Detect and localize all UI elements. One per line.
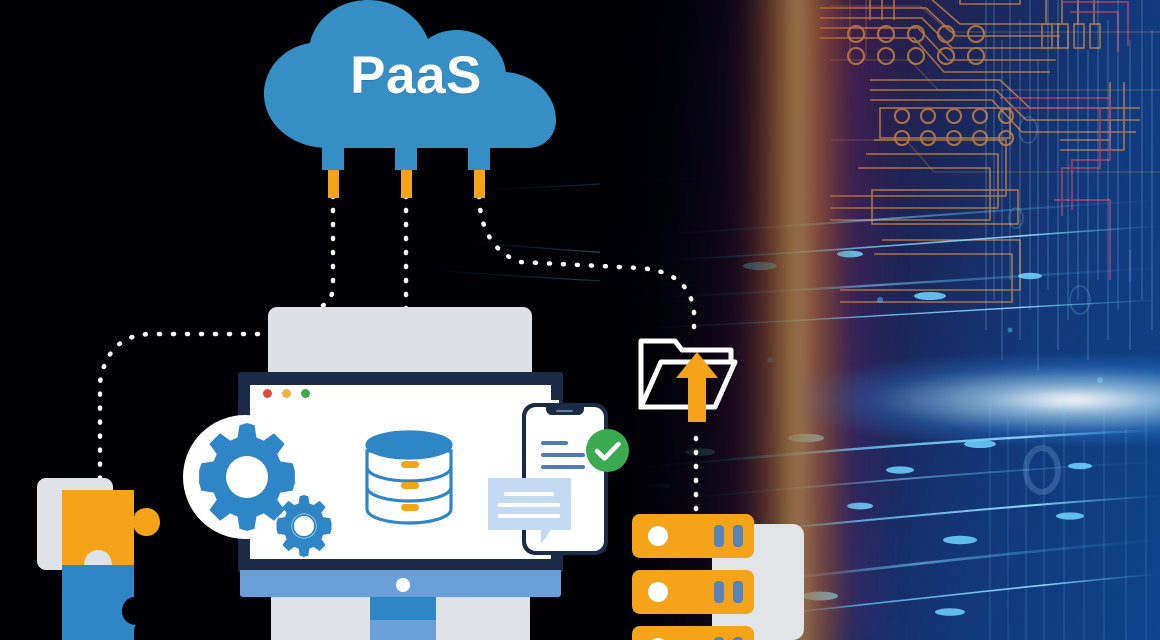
- monitor-stand-neck-lower: [370, 620, 436, 640]
- vertical-data-lines: [985, 0, 1153, 640]
- circuit-traces-upper: [820, 0, 1140, 303]
- server-slot-1a: [714, 525, 724, 547]
- puzzle-piece-orange[interactable]: [62, 490, 160, 580]
- database-cylinder-icon: [365, 430, 453, 525]
- cloud-icon: [264, 0, 556, 148]
- server-led-1: [648, 526, 668, 546]
- window-dot-close[interactable]: [263, 389, 272, 398]
- window-dot-minimize[interactable]: [282, 389, 291, 398]
- chat-line-1: [504, 492, 554, 496]
- paas-cloud[interactable]: PaaS: [232, 0, 582, 160]
- chat-bubble: [488, 478, 571, 530]
- plug-head-1: [322, 146, 344, 170]
- plug-head-2: [395, 146, 417, 170]
- cloud-plug-1: [322, 146, 344, 198]
- check-icon: [594, 441, 621, 461]
- monitor-power-indicator: [396, 578, 410, 592]
- mobile-text-line-2: [541, 453, 585, 457]
- chat-bubble-tail: [541, 530, 551, 544]
- connector-monitor-puzzle: [97, 331, 275, 493]
- server-slot-2b: [733, 581, 743, 603]
- connector-cloud-monitor-left: [283, 193, 336, 321]
- plug-head-3: [468, 146, 490, 170]
- server-slot-1b: [733, 525, 743, 547]
- server-led-2: [648, 582, 668, 602]
- cloud-plug-3: [468, 146, 490, 198]
- plug-pin-1: [327, 170, 339, 198]
- settings-gear-large-icon: [199, 423, 295, 531]
- plug-pin-3: [473, 170, 485, 198]
- window-dot-maximize[interactable]: [301, 389, 310, 398]
- server-slot-2a: [714, 581, 724, 603]
- settings-gear-small-icon: [276, 495, 332, 557]
- puzzle-piece-blue[interactable]: [62, 565, 160, 640]
- upload-arrow-icon: [676, 352, 718, 422]
- background-digits: [1008, 116, 1131, 495]
- server-unit-1[interactable]: [632, 514, 754, 558]
- mobile-speaker: [556, 409, 573, 412]
- connector-cloud-folder: [476, 193, 697, 339]
- chat-line-2: [498, 503, 560, 507]
- mobile-text-line-1: [541, 441, 568, 445]
- server-unit-2[interactable]: [632, 570, 754, 614]
- server-unit-3[interactable]: [632, 626, 754, 640]
- success-check-badge: [586, 429, 629, 472]
- lens-flare: [800, 355, 1160, 445]
- monitor-back-panel: [268, 307, 532, 382]
- plug-pin-2: [400, 170, 412, 198]
- server-led-3: [648, 638, 668, 640]
- mobile-text-line-3: [541, 465, 585, 469]
- server-slot-3a: [714, 637, 724, 640]
- server-slot-3b: [733, 637, 743, 640]
- chat-line-3: [498, 514, 560, 518]
- cloud-label: PaaS: [350, 45, 482, 105]
- cloud-plug-2: [395, 146, 417, 198]
